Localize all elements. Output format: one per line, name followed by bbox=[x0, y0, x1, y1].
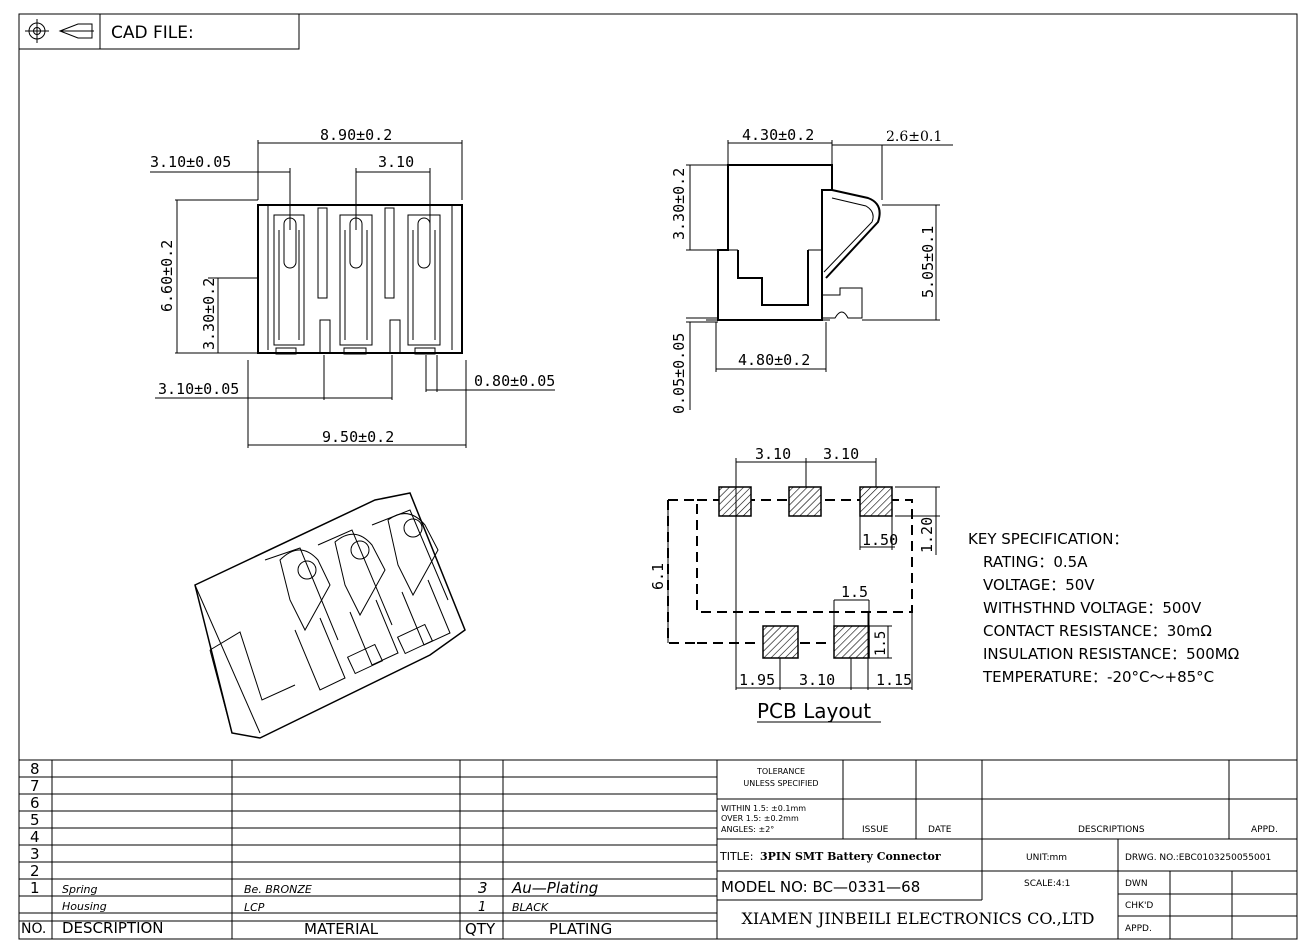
row1-plating: BLACK bbox=[512, 901, 549, 914]
dim-tab-width: 0.80±0.05 bbox=[474, 372, 555, 390]
row1-description: Housing bbox=[62, 900, 107, 913]
dim-side-bottom: 4.80±0.2 bbox=[738, 351, 810, 369]
projection-symbol-icon bbox=[25, 19, 94, 43]
key-spec-heading: KEY SPECIFICATION： bbox=[968, 530, 1128, 548]
pcb-layout-title: PCB Layout bbox=[757, 699, 871, 723]
key-specification: KEY SPECIFICATION： RATING：0.5A VOLTAGE：5… bbox=[968, 530, 1239, 686]
dim-side-top: 4.30±0.2 bbox=[742, 126, 814, 144]
pcb-pad-2 bbox=[788, 486, 822, 517]
dim-height: 6.60±0.2 bbox=[158, 240, 176, 312]
row-num-6: 6 bbox=[30, 794, 40, 812]
row-num-4: 4 bbox=[30, 828, 40, 846]
pcb-dim-pitch-1: 3.10 bbox=[755, 445, 791, 463]
pcb-dim-lower-pitch: 3.10 bbox=[799, 671, 835, 689]
date-label: DATE bbox=[928, 825, 952, 835]
spec-rating: RATING：0.5A bbox=[983, 553, 1088, 571]
pcb-dim-pitch-2: 3.10 bbox=[823, 445, 859, 463]
top-view: 8.90±0.2 3.10±0.05 3.10 6.60±0.2 3.30±0.… bbox=[150, 126, 555, 448]
row-num-1: 1 bbox=[30, 879, 40, 897]
spec-temperature: TEMPERATURE：-20°C～+85°C bbox=[982, 668, 1214, 686]
sheet-border bbox=[18, 13, 1298, 940]
appd2-label: APPD. bbox=[1125, 924, 1152, 934]
bom-table: 8 7 6 5 4 3 2 1 Spring Be. BRONZE 3 Au—P… bbox=[19, 759, 1297, 939]
tolerance-line1: TOLERANCE bbox=[756, 767, 805, 776]
spec-contact-resistance: CONTACT RESISTANCE：30mΩ bbox=[983, 622, 1212, 640]
pcb-pad-5 bbox=[833, 625, 870, 659]
dim-width-top: 8.90±0.2 bbox=[320, 126, 392, 144]
title-prefix: TITLE: bbox=[719, 850, 753, 863]
descriptions-label: DESCRIPTIONS bbox=[1078, 825, 1145, 835]
header-material: MATERIAL bbox=[304, 920, 379, 938]
title-block: TOLERANCE UNLESS SPECIFIED WITHIN 1.5: ±… bbox=[717, 760, 1297, 939]
row-num-2: 2 bbox=[30, 862, 40, 880]
unit-label: UNIT:mm bbox=[1026, 853, 1067, 863]
dim-pitch: 3.10 bbox=[378, 153, 414, 171]
pcb-dim-left: 1.95 bbox=[739, 671, 775, 689]
pcb-dim-pad-height: 1.20 bbox=[918, 517, 936, 553]
scale-label: SCALE:4:1 bbox=[1024, 879, 1070, 889]
pcb-dim-outline-height: 6.1 bbox=[649, 563, 667, 590]
spec-insulation-resistance: INSULATION RESISTANCE：500MΩ bbox=[983, 645, 1239, 663]
row-num-7: 7 bbox=[30, 777, 40, 795]
dim-half-height: 3.30±0.2 bbox=[200, 278, 218, 350]
pcb-pad-4 bbox=[762, 625, 799, 659]
tolerance-line2: UNLESS SPECIFIED bbox=[743, 779, 818, 788]
row1-material: LCP bbox=[244, 901, 265, 914]
cad-file-label: CAD FILE: bbox=[111, 23, 194, 43]
pcb-dim-right: 1.15 bbox=[876, 671, 912, 689]
pcb-pad-3 bbox=[859, 486, 893, 517]
dim-width-bottom: 9.50±0.2 bbox=[322, 428, 394, 446]
row-num-3: 3 bbox=[30, 845, 40, 863]
row2-description: Spring bbox=[62, 883, 98, 896]
header-plating: PLATING bbox=[549, 920, 612, 938]
dim-contact: 2.6±0.1 bbox=[886, 129, 942, 145]
row-num-5: 5 bbox=[30, 811, 40, 829]
isometric-view bbox=[194, 492, 466, 739]
spec-voltage: VOLTAGE：50V bbox=[983, 576, 1095, 594]
company-name: XIAMEN JINBEILI ELECTRONICS CO.,LTD bbox=[741, 909, 1094, 928]
header-description: DESCRIPTION bbox=[62, 919, 164, 937]
dim-standoff: 0.05±0.05 bbox=[670, 333, 688, 414]
chkd-label: CHK'D bbox=[1125, 901, 1153, 911]
dim-left-offset: 3.10±0.05 bbox=[150, 153, 231, 171]
tolerance-angles: ANGLES: ±2° bbox=[721, 825, 774, 834]
issue-label: ISSUE bbox=[862, 825, 889, 835]
row-num-8: 8 bbox=[30, 760, 40, 778]
side-view: 4.30±0.2 2.6±0.1 3.30±0.2 5.05±0.1 0.05±… bbox=[670, 126, 953, 414]
pcb-dim-lower-pad-width: 1.5 bbox=[841, 583, 868, 601]
row2-material: Be. BRONZE bbox=[244, 883, 312, 896]
spec-withstand-voltage: WITHSTHND VOLTAGE：500V bbox=[983, 599, 1202, 617]
pcb-layout: 3.10 3.10 1.50 1.20 6.1 1.5 1.5 1.95 3.1… bbox=[649, 445, 940, 723]
pcb-dim-pad-width: 1.50 bbox=[862, 531, 898, 549]
tolerance-within: WITHIN 1.5: ±0.1mm bbox=[721, 804, 806, 813]
appd-label: APPD. bbox=[1251, 825, 1278, 835]
header-qty: QTY bbox=[465, 920, 496, 938]
dwn-label: DWN bbox=[1125, 879, 1148, 889]
pcb-dim-lower-pad-height: 1.5 bbox=[873, 631, 889, 656]
title-text: 3PIN SMT Battery Connector bbox=[760, 850, 941, 863]
dim-total-height: 5.05±0.1 bbox=[919, 226, 937, 298]
header-no: NO. bbox=[21, 921, 46, 937]
row2-plating: Au—Plating bbox=[511, 879, 598, 897]
pcb-pad-1 bbox=[718, 486, 752, 517]
row2-qty: 3 bbox=[478, 879, 488, 897]
row1-qty: 1 bbox=[478, 900, 486, 915]
tolerance-over: OVER 1.5: ±0.2mm bbox=[721, 814, 799, 823]
drawing-number: DRWG. NO.:EBC0103250055001 bbox=[1125, 853, 1271, 863]
dim-body-height: 3.30±0.2 bbox=[670, 168, 688, 240]
model-number: MODEL NO: BC—0331—68 bbox=[721, 878, 920, 896]
cad-header: CAD FILE: bbox=[18, 13, 300, 50]
dim-bottom-offset: 3.10±0.05 bbox=[158, 380, 239, 398]
